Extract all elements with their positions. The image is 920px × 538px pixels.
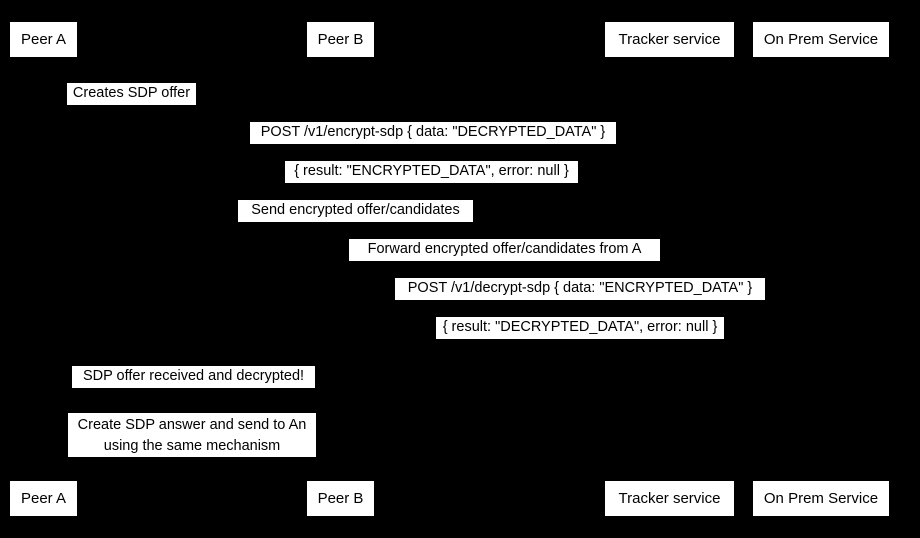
arrow-head-encrypt-sdp-result: [43, 180, 51, 188]
arrow-head-post-decrypt-sdp: [813, 297, 821, 305]
arrow-line-encrypt-sdp-result: [43, 184, 821, 185]
message-label-encrypt-sdp-result: { result: "ENCRYPTED_DATA", error: null …: [285, 161, 578, 183]
arrow-head-post-encrypt-sdp: [813, 141, 821, 149]
message-label-send-encrypted-offer: Send encrypted offer/candidates: [238, 200, 473, 222]
message-label-create-answer: Create SDP answer and send to An using t…: [68, 413, 316, 457]
message-label-post-decrypt-sdp: POST /v1/decrypt-sdp { data: "ENCRYPTED_…: [395, 278, 765, 300]
participant-header-tracker-service[interactable]: Tracker service: [605, 22, 734, 57]
arrow-head-offer-received: [43, 386, 51, 394]
lifeline-tracker-service: [669, 60, 670, 476]
arrow-head-forward-encrypted-offer: [340, 258, 348, 266]
lifeline-on-prem-service: [821, 60, 822, 476]
participant-header-peer-a[interactable]: Peer A: [10, 22, 77, 57]
participant-label: Tracker service: [618, 31, 721, 48]
lifeline-peer-a: [43, 60, 44, 476]
message-label-forward-encrypted-offer: Forward encrypted offer/candidates from …: [349, 239, 660, 261]
message-label-creates-sdp-offer: Creates SDP offer: [67, 83, 196, 105]
arrow-head-creates-sdp-offer: [43, 102, 51, 110]
message-label-decrypt-sdp-result: { result: "DECRYPTED_DATA", error: null …: [436, 317, 724, 339]
self-loop-offer-received: [43, 368, 69, 390]
participant-header-peer-b[interactable]: Peer B: [307, 22, 374, 57]
message-label-create-answer-line1: Create SDP answer and send to An: [77, 417, 307, 433]
participant-label: Tracker service: [618, 490, 721, 507]
message-label-offer-received: SDP offer received and decrypted!: [72, 366, 315, 388]
arrow-line-forward-encrypted-offer: [340, 262, 669, 263]
lifeline-peer-b: [340, 60, 341, 476]
message-label-post-encrypt-sdp: POST /v1/encrypt-sdp { data: "DECRYPTED_…: [250, 122, 616, 144]
arrow-line-send-encrypted-offer: [43, 223, 669, 224]
participant-footer-peer-a[interactable]: Peer A: [10, 481, 77, 516]
participant-label: Peer B: [317, 31, 364, 48]
arrow-head-send-encrypted-offer: [661, 219, 669, 227]
participant-footer-peer-b[interactable]: Peer B: [307, 481, 374, 516]
participant-header-on-prem-service[interactable]: On Prem Service: [753, 22, 889, 57]
participant-label: On Prem Service: [763, 31, 879, 48]
participant-footer-on-prem-service[interactable]: On Prem Service: [753, 481, 889, 516]
participant-label: Peer A: [20, 490, 67, 507]
participant-label: Peer A: [20, 31, 67, 48]
participant-label: On Prem Service: [763, 490, 879, 507]
message-label-create-answer-line2: using the same mechanism: [103, 438, 281, 454]
arrow-line-post-decrypt-sdp: [340, 301, 821, 302]
arrow-line-decrypt-sdp-result: [340, 340, 821, 341]
participant-footer-tracker-service[interactable]: Tracker service: [605, 481, 734, 516]
arrow-head-create-answer: [43, 444, 51, 452]
participant-label: Peer B: [317, 490, 364, 507]
arrow-line-post-encrypt-sdp: [43, 145, 821, 146]
arrow-head-decrypt-sdp-result: [340, 336, 348, 344]
